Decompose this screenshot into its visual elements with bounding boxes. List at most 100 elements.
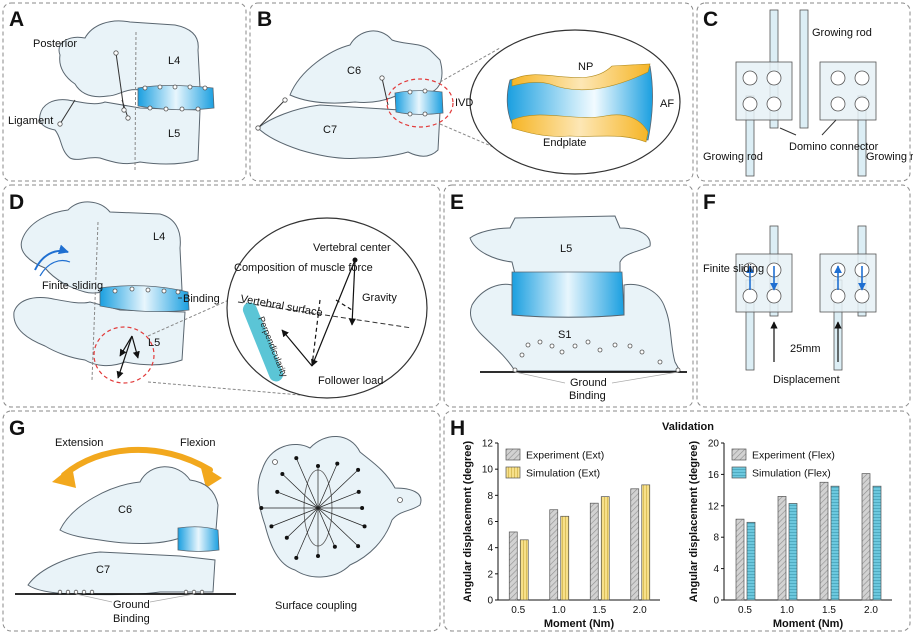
panel-d-frame — [2, 184, 441, 408]
panel-c-label: C — [703, 8, 718, 31]
label-vertebral-center: Vertebral center — [313, 242, 391, 254]
l5-vertebra-e — [469, 215, 651, 275]
label-flexion: Flexion — [180, 437, 215, 449]
label-l5-e: L5 — [560, 243, 572, 255]
label-c7-g: C7 — [96, 564, 110, 576]
bar-simulation — [746, 521, 756, 601]
coupling-spoke — [317, 507, 336, 547]
panel-f-frame — [696, 184, 911, 408]
bar-experiment — [861, 473, 871, 601]
coupling-spokes — [259, 456, 367, 560]
panel-f-label: F — [703, 191, 716, 214]
label-ligament: Ligament — [8, 115, 53, 127]
legend-label: Simulation (Flex) — [752, 468, 831, 480]
l5-vertebra — [39, 99, 201, 165]
panel-b-frame — [249, 2, 694, 182]
y-tick-label: 0 — [713, 596, 719, 607]
coupling-node — [275, 489, 280, 494]
bar-experiment — [549, 509, 559, 601]
y-tick-label: 16 — [708, 470, 720, 481]
label-endplate: Endplate — [543, 137, 586, 149]
y-tick-label: 10 — [482, 465, 494, 476]
perpendicularity-bar — [242, 302, 284, 382]
x-tick-label: 1.0 — [780, 605, 794, 616]
legend-swatch — [505, 448, 521, 461]
l5-vertebra-d — [13, 297, 186, 367]
y-tick-label: 4 — [713, 564, 719, 575]
c6-vertebra — [289, 30, 443, 104]
coupling-node — [356, 489, 361, 494]
label-ground-e: Ground — [570, 377, 607, 389]
label-25mm: 25mm — [790, 343, 821, 355]
label-gravity: Gravity — [362, 292, 397, 304]
panel-e-frame — [443, 184, 694, 408]
l5-s1-disc — [511, 271, 625, 318]
panel-g-frame — [2, 410, 441, 632]
panel-a-label: A — [9, 8, 24, 31]
bar-simulation — [600, 496, 610, 601]
coupling-node — [332, 544, 337, 549]
label-growing-rod-top: Growing rod — [812, 27, 872, 39]
coupling-node — [356, 544, 361, 549]
coupling-node — [360, 506, 365, 510]
coupling-node — [362, 524, 367, 529]
y-tick-label: 12 — [708, 501, 720, 512]
y-tick-label: 12 — [482, 439, 494, 450]
legend-label: Experiment (Ext) — [526, 450, 604, 462]
coupling-spoke — [317, 507, 365, 527]
label-c7-b: C7 — [323, 124, 337, 136]
coupling-node — [269, 524, 274, 529]
l4-vertebra — [58, 20, 201, 98]
panel-d-lumbar-model — [13, 201, 428, 399]
coupling-spoke — [295, 507, 319, 559]
label-s1-e: S1 — [558, 329, 571, 341]
coupling-spoke — [317, 491, 359, 509]
bar-simulation — [519, 539, 529, 601]
panel-g-label: G — [9, 417, 25, 440]
label-growing-rod-left: Growing rod — [703, 151, 763, 163]
panel-a-frame — [2, 2, 247, 182]
legend-swatch — [505, 466, 521, 479]
label-af: AF — [660, 98, 674, 110]
bar-experiment — [589, 502, 599, 601]
coupling-node — [284, 535, 289, 540]
panel-g-model — [15, 436, 422, 603]
validation-title: Validation — [662, 421, 714, 433]
finite-sliding-d-text: Finite sliding — [42, 280, 103, 292]
panel-c-frame — [696, 2, 911, 182]
l4-vertebra-d — [20, 201, 183, 294]
coupling-spoke — [317, 469, 359, 509]
label-displacement: Displacement — [773, 374, 840, 386]
y-tick-label: 6 — [487, 517, 493, 528]
label-np: NP — [578, 61, 593, 73]
x-tick-label: 1.0 — [552, 605, 566, 616]
bar-simulation — [872, 485, 882, 601]
label-surface-coupling: Surface coupling — [275, 600, 357, 612]
domino-connector-right — [819, 61, 877, 121]
bar-simulation — [560, 515, 570, 601]
coupling-spoke — [286, 507, 319, 538]
panel-b-cervical-model — [255, 29, 681, 175]
y-axis-label: Angular displacement (degree) — [688, 440, 700, 602]
coupling-spoke — [282, 473, 319, 509]
label-l5-d: L5 — [148, 337, 160, 349]
y-tick-label: 8 — [713, 533, 719, 544]
c6-c7-disc — [394, 90, 444, 115]
coupling-spoke — [317, 463, 338, 509]
label-l4-a: L4 — [168, 55, 180, 67]
legend-swatch — [731, 466, 747, 479]
coupling-spoke — [317, 507, 359, 547]
coupling-node — [294, 555, 299, 560]
panel-e-model — [469, 215, 687, 384]
y-tick-label: 8 — [487, 491, 493, 502]
panel-h-label: H — [450, 417, 465, 440]
label-l4-d: L4 — [153, 231, 165, 243]
y-axis-label: Angular displacement (degree) — [462, 440, 474, 602]
y-tick-label: 0 — [487, 596, 493, 607]
x-tick-label: 0.5 — [738, 605, 752, 616]
label-finite-sliding-d: Finite sliding — [42, 280, 103, 292]
label-c6-g: C6 — [118, 504, 132, 516]
